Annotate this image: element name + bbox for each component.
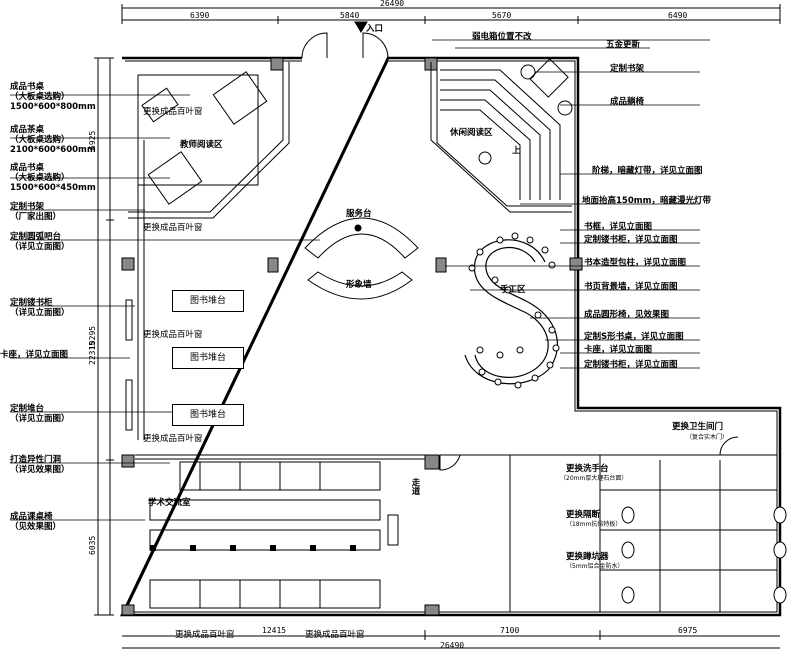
annotation-right-13: 卡座，详见立面图 [584, 345, 653, 355]
top-dimension-4: 6490 [668, 11, 688, 20]
top-dimension-3: 5670 [492, 11, 512, 20]
louver-window-label-3: 更换成品百叶窗 [143, 330, 203, 340]
annotation-right-5: 阶梯，暗藏灯带，详见立面图 [592, 166, 703, 176]
teacher-reading-label: 教师阅读区 [180, 140, 223, 150]
annotation-right-10: 书页背景墙，详见立面图 [584, 282, 678, 292]
bottom-dimension-1: 12415 [262, 626, 287, 635]
partition-note: （18mm抗倍特板） [566, 521, 622, 528]
annotation-left-5: 定制圆弧吧台（详见立面图） [10, 232, 70, 252]
annotation-right-3: 定制书架 [610, 64, 645, 74]
annotation-left-1: 成品书桌（大板桌选购）1500*600*800mm [10, 82, 96, 112]
annotation-left-8: 定制堆台（详见立面图） [10, 404, 70, 424]
exchange-room-label: 学术交流室 [148, 498, 191, 508]
annotation-left-3: 成品书桌（大板桌选购）1500*600*450mm [10, 163, 96, 193]
louver-window-label-1: 更换成品百叶窗 [143, 107, 203, 117]
book-platform-3: 图书堆台 [172, 404, 244, 426]
annotation-left-10: 成品课桌椅（见效果图） [10, 512, 62, 532]
annotation-right-8: 定制镂书柜，详见立面图 [584, 235, 678, 245]
annotation-right-4: 成品躺椅 [610, 97, 645, 107]
annotation-right-12: 定制S形书桌，详见立面图 [584, 332, 684, 342]
annotation-left-6: 定制镂书柜（详见立面图） [10, 298, 70, 318]
bottom-dimension-3: 6975 [678, 626, 698, 635]
left-dimension-3: 6035 [88, 535, 97, 555]
toilet-door-label: 更换卫生间门 [672, 422, 724, 432]
top-dimension-2: 5840 [340, 11, 360, 20]
urinal-label: 更换蹲坑器 [566, 552, 609, 562]
book-platform-1: 图书堆台 [172, 290, 244, 312]
book-platform-2: 图书堆台 [172, 347, 244, 369]
toilet-door-note: （复合实木门） [686, 434, 729, 441]
annotation-left-2: 成品茶桌（大板桌选购）2100*600*600mm [10, 125, 96, 155]
leisure-reading-label: 休闲阅读区 [450, 128, 493, 138]
image-wall-label: 形象墙 [346, 280, 372, 290]
bottom-dimension-2: 7100 [500, 626, 520, 635]
wash-basin-label: 更换洗手台 [566, 464, 609, 474]
annotation-left-9: 打造异性门洞（详见效果图） [10, 455, 70, 475]
craft-area-label: 手工区 [500, 285, 526, 295]
entrance-label: 入口 [366, 24, 384, 34]
partition-label: 更换隔断 [566, 510, 601, 520]
annotation-right-11: 成品圆形椅，见效果图 [584, 310, 670, 320]
annotation-right-1: 弱电箱位置不改 [472, 32, 532, 42]
annotation-right-9: 书本造型包柱，详见立面图 [584, 258, 687, 268]
service-desk-label: 服务台 [346, 209, 372, 219]
corridor-label: 走道 [410, 478, 420, 495]
louver-window-label-5: 更换成品百叶窗 [175, 630, 235, 640]
urinal-note: （5mm铝合金防水） [566, 563, 624, 570]
top-dimension-1: 6390 [190, 11, 210, 20]
left-dimension-2: 10295 [88, 325, 97, 350]
annotation-right-14: 定制镂书柜，详见立面图 [584, 360, 678, 370]
louver-window-label-2: 更换成品百叶窗 [143, 223, 203, 233]
top-total-dimension: 26490 [380, 0, 405, 8]
annotation-right-7: 书框，详见立面图 [584, 222, 653, 232]
annotation-right-2: 五金更新 [606, 40, 641, 50]
annotation-left-7: 卡座，详见立面图 [0, 350, 69, 360]
bottom-total-dimension: 26490 [440, 641, 465, 650]
wash-basin-note: （20mm厚大理石台面） [560, 475, 628, 482]
louver-window-label-6: 更换成品百叶窗 [305, 630, 365, 640]
stair-up-label: 上 [512, 146, 521, 156]
louver-window-label-4: 更换成品百叶窗 [143, 434, 203, 444]
annotation-left-4: 定制书架（厂家出图） [10, 202, 62, 222]
annotation-right-6: 地面抬高150mm，暗藏漫光灯带 [582, 196, 711, 206]
